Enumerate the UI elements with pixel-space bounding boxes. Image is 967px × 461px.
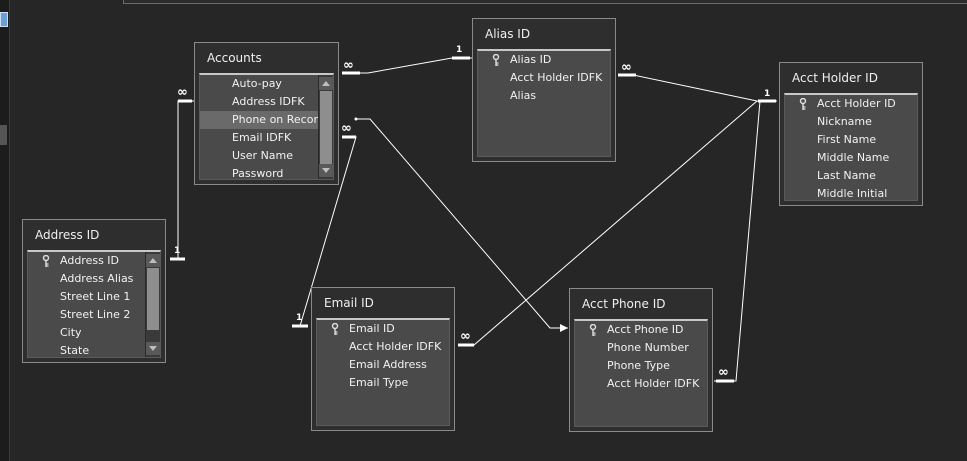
primary-key-icon [589, 324, 597, 336]
field-item-key[interactable]: Alias ID [478, 51, 610, 69]
navigation-pane-edge[interactable] [0, 0, 10, 461]
scroll-down-arrow-icon[interactable] [146, 342, 160, 355]
table-title[interactable]: Alias ID [485, 27, 531, 41]
field-item[interactable]: City [60, 326, 82, 339]
scroll-thumb[interactable] [147, 268, 159, 330]
rel-start-dot [354, 117, 358, 121]
table-title[interactable]: Acct Phone ID [582, 297, 666, 311]
field-item[interactable]: Last Name [817, 169, 876, 182]
field-list[interactable]: Acct Phone ID Phone Number Phone Type Ac… [574, 319, 708, 427]
field-item[interactable]: Street Line 1 [60, 290, 131, 303]
many-label: ∞ [460, 329, 471, 344]
rel-line-phone-holder [714, 100, 761, 382]
primary-key-icon [799, 98, 807, 110]
table-acct-holder[interactable]: Acct Holder ID Acct Holder ID Nickname F… [779, 62, 923, 206]
scroll-down-arrow-icon[interactable] [319, 164, 333, 177]
field-item[interactable]: Middle Initial [817, 187, 888, 200]
field-item[interactable]: Phone Type [607, 359, 670, 372]
primary-key-icon [42, 255, 50, 267]
field-item[interactable]: First Name [817, 133, 877, 146]
field-list[interactable]: Email ID Acct Holder IDFK Email Address … [316, 318, 450, 426]
rel-line-alias-holder [618, 74, 777, 102]
field-item[interactable]: Email IDFK [232, 131, 292, 144]
one-label: 1 [456, 45, 463, 55]
field-item[interactable]: User Name [232, 149, 294, 162]
vertical-scrollbar[interactable] [318, 75, 333, 179]
many-label: ∞ [343, 58, 354, 73]
field-item[interactable]: Email Address [349, 358, 427, 371]
primary-key-icon [492, 54, 500, 66]
field-item-key[interactable]: Acct Phone ID [575, 321, 707, 339]
pane-scroll-thumb[interactable] [0, 125, 7, 145]
field-label: Acct Phone ID [607, 323, 684, 336]
table-accounts[interactable]: Accounts Auto-pay Address IDFK Phone on … [194, 42, 339, 185]
rel-line-accounts-phone [356, 118, 568, 329]
table-title[interactable]: Address ID [35, 228, 100, 242]
field-item-key[interactable]: Acct Holder ID [785, 95, 917, 113]
table-address[interactable]: Address ID Address ID Address Alias Stre… [22, 219, 166, 363]
rel-arrow-head [560, 324, 568, 332]
scroll-up-arrow-icon[interactable] [146, 254, 160, 267]
field-item[interactable]: Acct Holder IDFK [607, 377, 700, 390]
table-acct-phone[interactable]: Acct Phone ID Acct Phone ID Phone Number… [569, 288, 713, 432]
many-label: ∞ [718, 365, 729, 380]
field-item-selected[interactable]: Phone on Record [200, 111, 333, 129]
field-label: Acct Holder ID [817, 97, 896, 110]
field-item[interactable]: Email Type [349, 376, 409, 389]
field-item[interactable]: Acct Holder IDFK [510, 71, 603, 84]
vertical-scrollbar[interactable] [145, 252, 160, 357]
field-item[interactable]: Alias [510, 89, 537, 102]
rel-line-accounts-address [177, 100, 194, 260]
field-list[interactable]: Acct Holder ID Nickname First Name Middl… [784, 93, 918, 201]
many-label: ∞ [341, 121, 352, 136]
field-label: Alias ID [510, 53, 552, 66]
document-tab-edge [123, 0, 967, 4]
field-list[interactable]: Address ID Address Alias Street Line 1 S… [27, 250, 161, 358]
field-label: Address ID [60, 254, 120, 267]
rel-line-accounts-alias [342, 57, 472, 74]
table-title[interactable]: Email ID [324, 296, 374, 310]
field-item-key[interactable]: Address ID [28, 252, 160, 270]
one-label: 1 [174, 246, 181, 256]
table-alias[interactable]: Alias ID Alias ID Acct Holder IDFK Alias [472, 18, 616, 162]
field-list[interactable]: Auto-pay Address IDFK Phone on Record Em… [199, 73, 334, 180]
field-item[interactable]: Address Alias [60, 272, 134, 285]
field-item[interactable]: Street Line 2 [60, 308, 131, 321]
field-label: Email ID [349, 322, 395, 335]
field-item[interactable]: Phone Number [607, 341, 689, 354]
field-item-key[interactable]: Email ID [317, 320, 449, 338]
one-label: 1 [764, 89, 771, 99]
primary-key-icon [331, 323, 339, 335]
field-item[interactable]: Auto-pay [232, 77, 282, 90]
table-email[interactable]: Email ID Email ID Acct Holder IDFK Email… [311, 287, 455, 431]
table-title[interactable]: Accounts [207, 51, 262, 65]
pane-toggle-icon[interactable] [0, 12, 8, 27]
one-label: 1 [296, 313, 303, 323]
many-label: ∞ [177, 85, 188, 100]
field-item[interactable]: Acct Holder IDFK [349, 340, 442, 353]
field-item[interactable]: State [60, 344, 90, 357]
scroll-up-arrow-icon[interactable] [319, 77, 333, 90]
table-title[interactable]: Acct Holder ID [792, 71, 878, 85]
many-label: ∞ [621, 60, 632, 75]
field-list[interactable]: Alias ID Acct Holder IDFK Alias [477, 49, 611, 157]
field-item[interactable]: Nickname [817, 115, 872, 128]
field-item[interactable]: Middle Name [817, 151, 890, 164]
field-item[interactable]: Address IDFK [232, 95, 305, 108]
scroll-thumb[interactable] [320, 91, 332, 167]
field-item[interactable]: Password [232, 167, 284, 180]
